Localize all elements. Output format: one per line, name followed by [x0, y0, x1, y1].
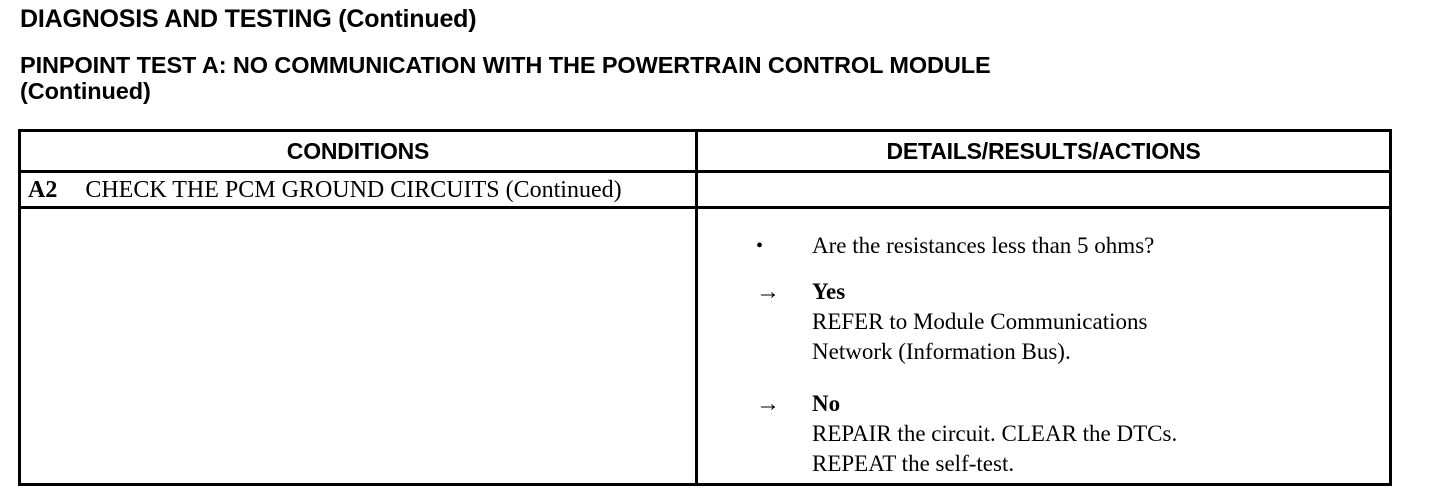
table-step-row: A2 CHECK THE PCM GROUND CIRCUITS (Contin… — [21, 173, 1389, 209]
bullet-icon: • — [756, 235, 764, 257]
page-title: DIAGNOSIS AND TESTING (Continued) — [20, 5, 477, 33]
step-id: A2 — [28, 176, 58, 203]
table-body-row: • Are the resistances less than 5 ohms? … — [21, 209, 1389, 483]
outcome-yes-action-line1: REFER to Module Communications — [812, 309, 1148, 334]
heading-block: DIAGNOSIS AND TESTING (Continued) PINPOI… — [20, 4, 1420, 104]
details-question-text: Are the resistances less than 5 ohms? — [812, 233, 1155, 258]
outcome-no-label: No — [812, 391, 841, 416]
outcome-no: → No REPAIR the circuit. CLEAR the DTCs.… — [752, 389, 1389, 479]
pinpoint-test-title-line2: (Continued) — [20, 78, 151, 104]
spacer — [752, 367, 1389, 389]
step-title: CHECK THE PCM GROUND CIRCUITS (Continued… — [85, 176, 622, 203]
outcome-no-action-line1: REPAIR the circuit. CLEAR the DTCs. — [812, 421, 1178, 446]
outcome-no-text: No REPAIR the circuit. CLEAR the DTCs. R… — [812, 389, 1177, 479]
column-header-conditions: CONDITIONS — [286, 137, 430, 164]
outcome-yes: → Yes REFER to Module Communications Net… — [752, 277, 1389, 367]
column-divider — [695, 173, 698, 206]
details-cell: • Are the resistances less than 5 ohms? … — [695, 209, 1389, 483]
table-header-cell-details: DETAILS/RESULTS/ACTIONS — [695, 132, 1389, 170]
outcome-yes-text: Yes REFER to Module Communications Netwo… — [812, 277, 1147, 367]
spacer — [752, 261, 1389, 277]
column-header-details: DETAILS/RESULTS/ACTIONS — [886, 137, 1201, 164]
table-header-row: CONDITIONS DETAILS/RESULTS/ACTIONS — [21, 132, 1389, 173]
outcome-yes-action-line2: Network (Information Bus). — [812, 339, 1071, 364]
pinpoint-test-title-line1: PINPOINT TEST A: NO COMMUNICATION WITH T… — [20, 52, 991, 78]
arrow-right-icon: → — [756, 279, 780, 305]
pinpoint-test-table: CONDITIONS DETAILS/RESULTS/ACTIONS A2 CH… — [18, 129, 1392, 486]
details-content: • Are the resistances less than 5 ohms? … — [698, 209, 1389, 479]
conditions-cell — [21, 209, 695, 483]
outcome-no-action-line2: REPEAT the self-test. — [812, 451, 1015, 476]
arrow-right-icon: → — [756, 391, 780, 417]
table-header-cell-conditions: CONDITIONS — [21, 132, 695, 170]
outcome-yes-label: Yes — [812, 279, 846, 304]
details-question-line: • Are the resistances less than 5 ohms? — [752, 231, 1389, 261]
pinpoint-test-title: PINPOINT TEST A: NO COMMUNICATION WITH T… — [20, 52, 1420, 104]
step-cell: A2 CHECK THE PCM GROUND CIRCUITS (Contin… — [21, 173, 1389, 206]
